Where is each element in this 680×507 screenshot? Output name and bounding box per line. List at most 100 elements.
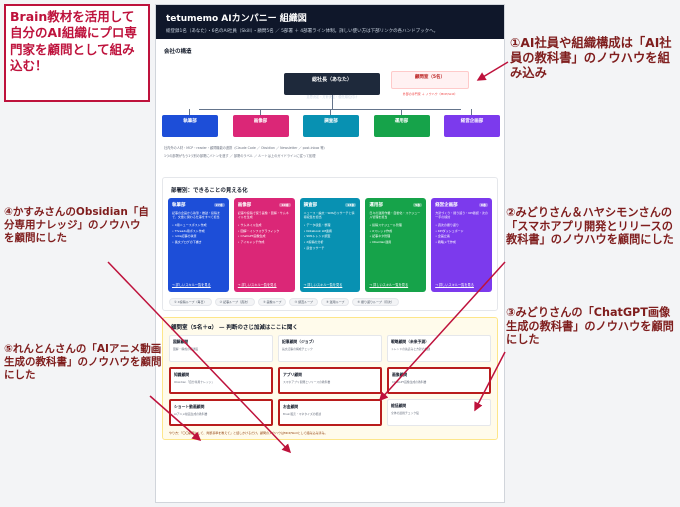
card-item: ChatGPT画像生成 — [238, 234, 291, 240]
workflow-chip[interactable]: ② 記事ループ（週次） — [214, 298, 255, 306]
workflow-chip[interactable]: ④ 調査ループ — [289, 298, 318, 306]
card-desc: ニュース・論文・SNSのリサーチと情報収集を担当 — [303, 211, 355, 220]
advisor-card[interactable]: 総括顧問 全体の最終チェック役 — [387, 399, 491, 426]
card-title: 画像部 — [237, 203, 252, 208]
advisor-grid: 図解顧問 図解・構成の相談役記事顧問（ジョブ） 長文記事の構成チェック戦略顧問（… — [169, 335, 491, 426]
card-badge: 6本 — [478, 203, 488, 207]
card-item: Threads用ポスト作成 — [172, 229, 225, 235]
advisor-desc: 長文記事の構成チェック — [282, 347, 313, 351]
advisor-desc: スマホアプリ開発とリリースの教科書 — [283, 380, 331, 384]
workflow-chip[interactable]: ① X投稿ループ（毎日） — [169, 298, 212, 306]
department-count: 27 Skills — [183, 136, 197, 140]
card-badge: 5本 — [413, 203, 423, 207]
org-note: 社内外の人材・MCP・reader・顧問機能の連携（Claude Code ／ … — [164, 146, 327, 150]
callout-1: ①AI社員や組織構成は「AI社員の教科書」のノウハウを組み込み — [510, 36, 672, 80]
department-count: 5 Skills — [396, 136, 407, 140]
org-note: 1つの部署がもう1つ別の部署にバトンを渡す ／ 部署のラベル ／ ルートは上のガ… — [164, 154, 316, 158]
card-item: サムネイル生成 — [238, 223, 291, 229]
card-item: Xスレッド作成 — [369, 229, 422, 235]
department-cards: 執筆部 27本 記事の企画から執筆・推敲・投稿まで、文章に関わる仕事をすべて担当… — [168, 198, 492, 292]
advisor-desc: 図解・構成の相談役 — [173, 347, 199, 351]
advisor-card[interactable]: 図解顧問 図解・構成の相談役 — [169, 335, 273, 362]
card-item: 長文ブログの下書き — [172, 240, 225, 246]
card-desc: 記事や投稿で使う画像・図解・サムネイルを生成 — [237, 211, 289, 220]
department-node[interactable]: 経営企画部 6 Skills — [444, 109, 500, 140]
card-item: データ収集・整理 — [304, 223, 357, 229]
card-link[interactable]: → 詳しいスキル一覧を見る — [172, 283, 211, 287]
card-item: 週次の振り返り — [435, 223, 488, 229]
card-header: 経営企画部 6本 — [435, 202, 488, 208]
department-name: 運用部 — [394, 119, 409, 124]
arrow-c1 — [476, 61, 509, 81]
advisor-desc: Brain販売・マネタイズの相談 — [283, 412, 322, 416]
advisor-name: 画像顧問 — [392, 372, 408, 377]
advisor-name: アプリ顧問 — [283, 372, 302, 377]
advisor-card[interactable]: 記事顧問（ジョブ） 長文記事の構成チェック — [278, 335, 382, 362]
advisor-card[interactable]: お金顧問 Brain販売・マネタイズの相談 — [278, 399, 382, 426]
card-link[interactable]: → 詳しいスキル一覧を見る — [237, 283, 277, 287]
advisor-name: 図解顧問 — [173, 339, 189, 344]
callout-4: ④かすみさんのObsidian「自分専用ナレッジ」のノウハウを顧問にした — [4, 206, 149, 244]
card-item: KPIダッシュボード — [435, 229, 488, 235]
card-desc: 日々の運用作業・自動化・スケジュール管理を担当 — [369, 211, 421, 220]
department-count: 13 Skills — [324, 136, 338, 140]
department-node[interactable]: 画像部 10 Skills — [232, 109, 289, 140]
departments-section-title: 部署別：できることの見える化 — [171, 188, 248, 194]
card-list: X用ニュースポスト作成Threads用ポスト作成note記事の執筆長文ブログの下… — [172, 223, 225, 246]
card-link[interactable]: → 詳しいスキル一覧を見る — [303, 283, 343, 287]
page-header: tetumemo AIカンパニー 組織図 総登録1名（あなた）・6名のAI社員（… — [156, 5, 504, 39]
advisor-desc: Obsidian「自分専用ナレッジ」 — [174, 380, 215, 384]
card-item: アイキャッチ作成 — [238, 240, 291, 246]
card-link[interactable]: → 詳しいスキル一覧を見る — [435, 283, 474, 287]
department-node[interactable]: 調査部 13 Skills — [303, 109, 359, 140]
arrow-c3 — [474, 351, 506, 412]
arrow-c4 — [107, 261, 292, 454]
advisor-name: 戦略顧問（未来予測） — [391, 339, 429, 344]
card-list: データ収集・整理Notebook LM連携SNSトレンド調査X投稿の分析競合リサ… — [304, 223, 357, 251]
card-item: 記事ネタ管理 — [369, 234, 422, 240]
workflow-chip[interactable]: ⑥ 振り返りループ（月次） — [352, 298, 399, 306]
card-item: 投稿スケジュール管理 — [369, 223, 422, 229]
department-name: 経営企画部 — [460, 119, 484, 124]
card-item: 企画立案 — [435, 234, 488, 240]
page-subtitle: 総登録1名（あなた）・6名のAI社員（Skill）・顧問5名 ／ 5部署 ＋ 4… — [166, 29, 439, 34]
card-title: 運用部 — [369, 203, 383, 208]
advisor-card[interactable]: アプリ顧問 スマホアプリ開発とリリースの教科書 — [278, 367, 382, 394]
advisor-node[interactable]: 顧問室（5名） 外部の専門家 ＋ ノウハウ（MCP/Skill） — [391, 71, 469, 96]
advisor-name: お金顧問 — [283, 404, 299, 409]
advisors-footer: やり方：「〇〇顧問として、判断基準を教えて」と話しかけるだけ。顧問のノウハウはM… — [169, 431, 328, 435]
card-item: 戦略メモ作成 — [435, 240, 488, 246]
org-notes: 社内外の人材・MCP・reader・顧問機能の連携（Claude Code ／ … — [164, 145, 498, 161]
card-link[interactable]: → 詳しいスキル一覧を見る — [369, 283, 409, 287]
advisor-desc: トレンドの先読みと方針の相談 — [391, 347, 431, 351]
department-card: 調査部 13本 ニュース・論文・SNSのリサーチと情報収集を担当 データ収集・整… — [299, 198, 361, 292]
card-item: X投稿の分析 — [304, 240, 357, 246]
card-item: Obsidian運用 — [369, 240, 422, 246]
card-badge: 13本 — [345, 203, 357, 207]
department-name: 画像部 — [253, 119, 268, 124]
advisor-name: 総括顧問 — [391, 403, 407, 408]
arrow-c5 — [149, 395, 202, 441]
advisor-desc: AIアニメ動画生成の教科書 — [174, 412, 208, 416]
department-name: 執筆部 — [183, 119, 197, 124]
department-card: 執筆部 27本 記事の企画から執筆・推敲・投稿まで、文章に関わる仕事をすべて担当… — [168, 198, 229, 292]
card-header: 執筆部 27本 — [172, 202, 225, 208]
workflow-chip[interactable]: ③ 画像ループ — [258, 298, 287, 306]
departments-section: 部署別：できることの見える化 執筆部 27本 記事の企画から執筆・推敲・投稿まで… — [162, 177, 498, 311]
card-header: 画像部 10本 — [238, 202, 291, 208]
advisor-name: 記事顧問（ジョブ） — [282, 339, 317, 344]
department-count: 10 Skills — [254, 136, 267, 140]
department-name: 調査部 — [324, 119, 338, 124]
main-callout: Brain教材を活用して自分のAI組織にプロ専門家を顧問として組み込む！ — [4, 4, 150, 102]
department-count: 6 Skills — [466, 136, 478, 140]
card-item: 競合リサーチ — [304, 246, 357, 252]
workflow-chip[interactable]: ⑤ 運用ループ — [320, 298, 350, 306]
advisor-name: ショート動画顧問 — [174, 404, 205, 409]
advisor-card[interactable]: ショート動画顧問 AIアニメ動画生成の教科書 — [169, 399, 273, 426]
card-badge: 27本 — [213, 203, 225, 207]
department-node[interactable]: 運用部 5 Skills — [373, 109, 430, 140]
card-desc: 記事の企画から執筆・推敲・投稿まで、文章に関わる仕事をすべて担当 — [172, 211, 221, 220]
department-node[interactable]: 執筆部 27 Skills — [162, 109, 218, 140]
card-header: 運用部 5本 — [369, 202, 423, 208]
